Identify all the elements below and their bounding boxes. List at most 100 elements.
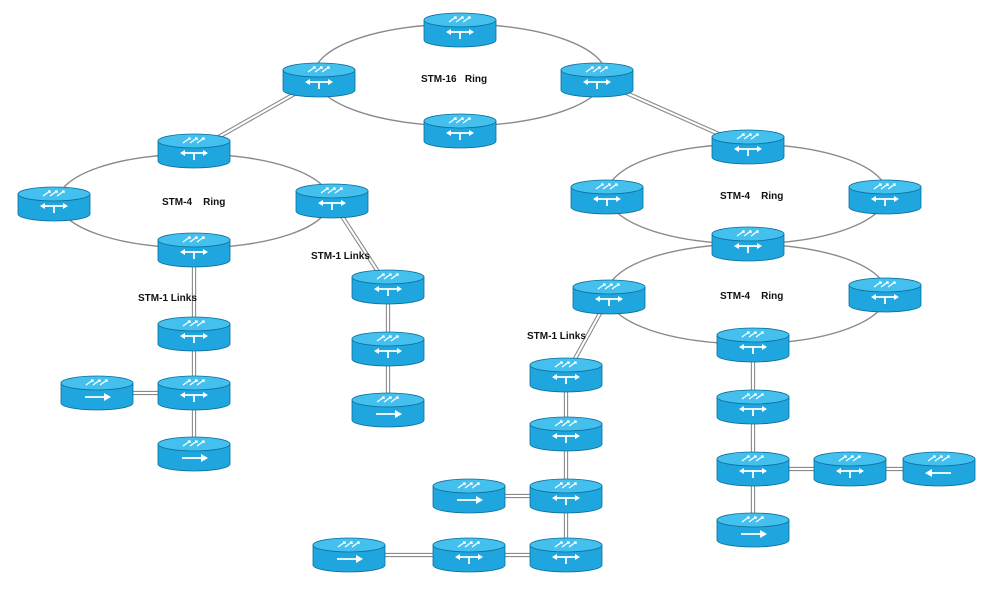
crossed-arrows-icon [741,393,764,400]
crossed-arrows-icon [182,236,205,243]
device-ch3-c [529,478,603,514]
add-drop-arrows-icon [595,296,623,306]
add-drop-arrows-icon [455,554,483,564]
crossed-arrows-icon [182,440,205,447]
crossed-arrows-icon [320,187,343,194]
device-ru-right [848,179,922,215]
device-l-top [157,133,231,169]
device-ru-top [711,129,785,165]
add-drop-arrows-icon [305,79,333,89]
add-drop-arrows-icon [739,344,767,354]
stm1-links-right-label: STM-1 Links [527,331,586,342]
crossed-arrows-icon [376,396,399,403]
right-arrow-icon [182,454,208,462]
crossed-arrows-icon [457,482,480,489]
device-ch2-a [351,269,425,305]
device-rl-right [848,277,922,313]
device-l-left [17,186,91,222]
labels-layer: STM-16 Ring STM-4 Ring STM-4 Ring STM-4 … [138,74,783,342]
device-l-bottom [157,232,231,268]
device-ch4-a [716,389,790,425]
add-drop-arrows-icon [552,554,580,564]
device-rl-left [572,279,646,315]
device-ch1-side [60,375,134,411]
add-drop-arrows-icon [583,79,611,89]
right-arrow-icon [85,393,111,401]
device-ch3-d [529,537,603,573]
crossed-arrows-icon [182,137,205,144]
device-r16-bottom [423,113,497,149]
device-rl-bottom [716,327,790,363]
stm4-ring-right-upper-label: STM-4 Ring [720,191,783,202]
right-arrow-icon [741,530,767,538]
crossed-arrows-icon [337,541,360,548]
device-ch1-b [157,375,231,411]
stm1-links-left-label: STM-1 Links [138,293,197,304]
device-r16-left [282,62,356,98]
device-ch4-c-right [813,451,887,487]
right-arrow-icon [457,496,483,504]
crossed-arrows-icon [585,66,608,73]
device-ch4-b [716,451,790,487]
crossed-arrows-icon [376,335,399,342]
device-ch3-a [529,357,603,393]
devices-layer [17,12,976,573]
add-drop-arrows-icon [180,150,208,160]
add-drop-arrows-icon [836,468,864,478]
crossed-arrows-icon [741,516,764,523]
crossed-arrows-icon [554,361,577,368]
right-arrow-icon [337,555,363,563]
add-drop-arrows-icon [180,333,208,343]
crossed-arrows-icon [736,230,759,237]
crossed-arrows-icon [741,455,764,462]
stm16-ring-label: STM-16 Ring [421,74,487,85]
stm4-ring-left-label: STM-4 Ring [162,197,225,208]
crossed-arrows-icon [182,379,205,386]
add-drop-arrows-icon [739,406,767,416]
crossed-arrows-icon [554,541,577,548]
device-ch3-d-left [432,537,506,573]
device-ch4-c-end [902,451,976,487]
device-l-right [295,183,369,219]
crossed-arrows-icon [376,273,399,280]
crossed-arrows-icon [595,183,618,190]
device-ch2-b [351,331,425,367]
add-drop-arrows-icon [871,294,899,304]
crossed-arrows-icon [448,117,471,124]
add-drop-arrows-icon [40,203,68,213]
device-ch4-end [716,512,790,548]
device-ch1-a [157,316,231,352]
add-drop-arrows-icon [318,200,346,210]
crossed-arrows-icon [307,66,330,73]
add-drop-arrows-icon [374,348,402,358]
add-drop-arrows-icon [374,286,402,296]
add-drop-arrows-icon [552,374,580,384]
crossed-arrows-icon [554,482,577,489]
device-ch1-end [157,436,231,472]
crossed-arrows-icon [42,190,65,197]
crossed-arrows-icon [873,281,896,288]
device-shared [711,226,785,262]
add-drop-arrows-icon [552,433,580,443]
device-ch3-d-end [312,537,386,573]
left-arrow-icon [925,469,951,477]
add-drop-arrows-icon [552,495,580,505]
crossed-arrows-icon [554,420,577,427]
device-ch2-end [351,392,425,428]
device-r16-top [423,12,497,48]
device-r16-right [560,62,634,98]
device-ru-left [570,179,644,215]
stm1-links-middle-label: STM-1 Links [311,251,370,262]
add-drop-arrows-icon [739,468,767,478]
add-drop-arrows-icon [871,196,899,206]
add-drop-arrows-icon [180,392,208,402]
add-drop-arrows-icon [446,29,474,39]
add-drop-arrows-icon [734,243,762,253]
device-ch3-c-side [432,478,506,514]
crossed-arrows-icon [182,320,205,327]
right-arrow-icon [376,410,402,418]
add-drop-arrows-icon [446,130,474,140]
add-drop-arrows-icon [180,249,208,259]
